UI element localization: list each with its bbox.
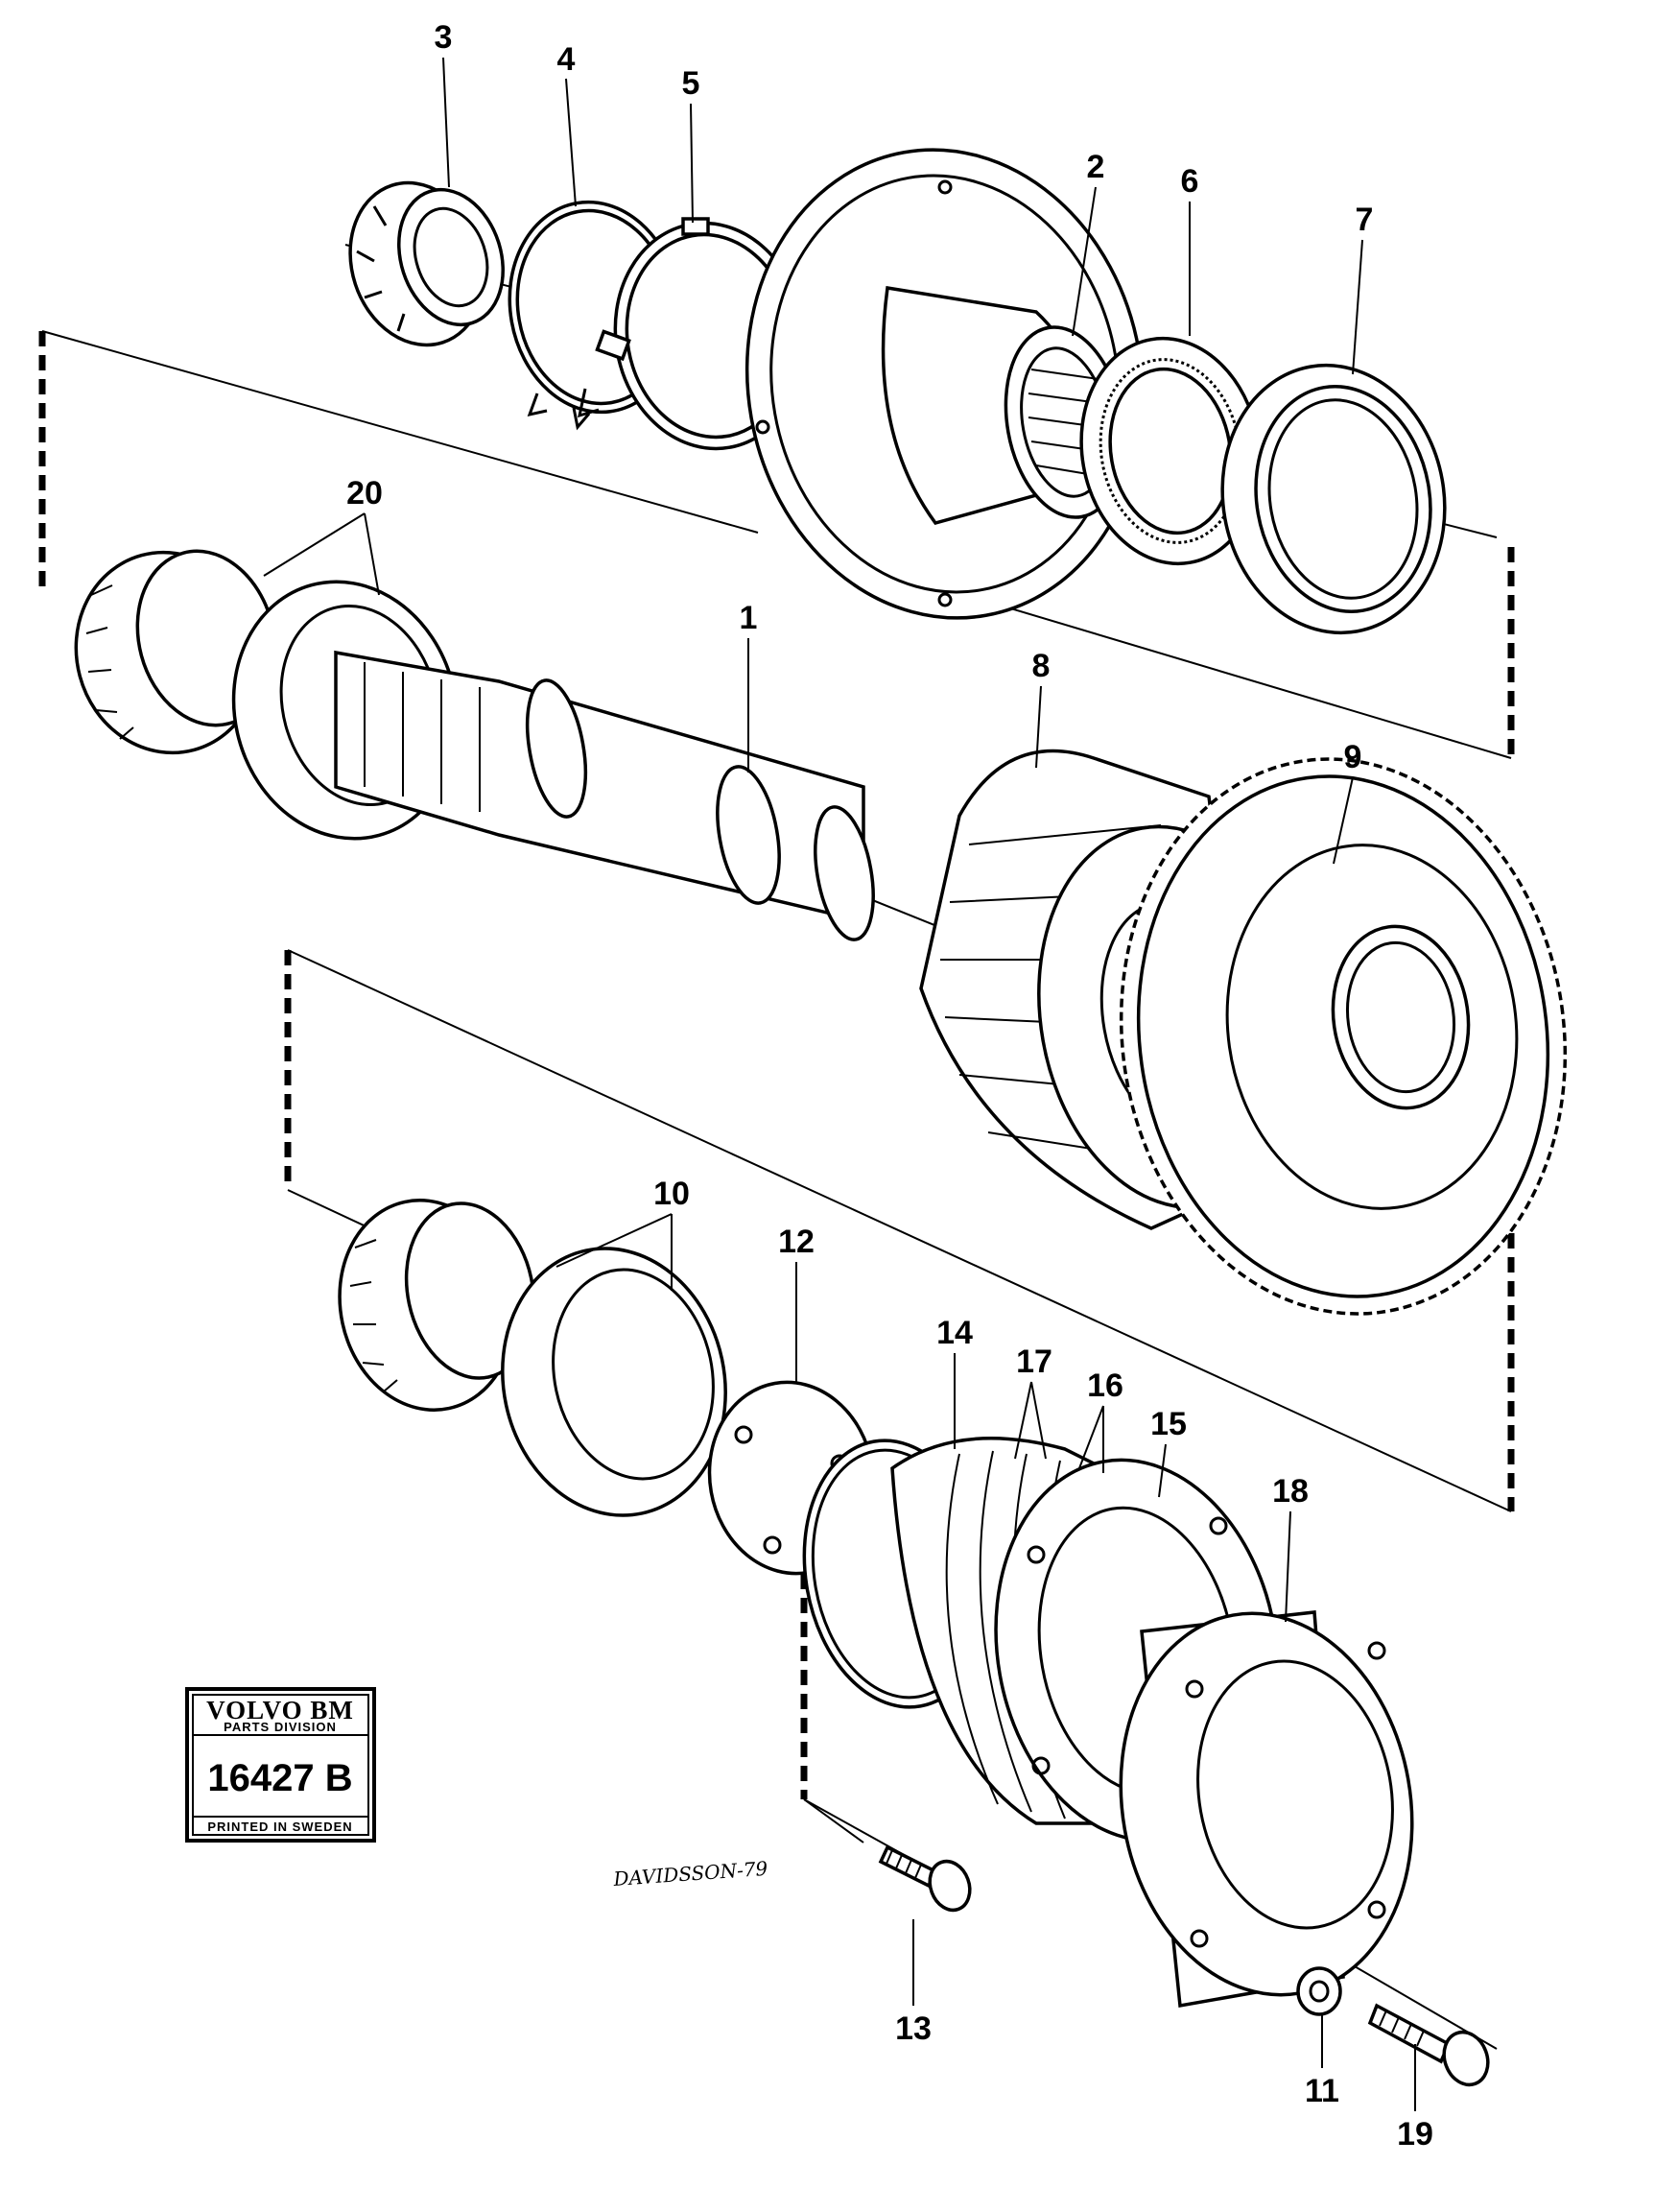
callout-13: 13 [895, 2010, 932, 2047]
callout-19: 19 [1397, 2116, 1433, 2153]
callout-16: 16 [1087, 1368, 1123, 1404]
callout-7: 7 [1356, 202, 1374, 238]
part-18-end-cap [1119, 1610, 1414, 2009]
parts-division-stamp: VOLVO BM PARTS DIVISION 16427 B PRINTED … [185, 1687, 376, 1843]
upper-bracket-line-b [997, 604, 1512, 759]
part-10-tapered-bearing [338, 1199, 727, 1517]
callout-8: 8 [1032, 648, 1051, 684]
part-2-flange-housing [744, 148, 1146, 620]
lower-bracket-line-c [803, 1798, 864, 1843]
stamp-brand: VOLVO BM [206, 1696, 354, 1724]
callout-6: 6 [1181, 163, 1199, 200]
stamp-printed: PRINTED IN SWEDEN [207, 1820, 352, 1834]
part-19-bolt [1367, 2003, 1490, 2087]
callout-4: 4 [557, 41, 576, 78]
lower-bracket-line-a [287, 949, 1512, 1512]
stamp-number: 16427 B [207, 1757, 352, 1799]
part-1-main-shaft [334, 650, 875, 941]
callout-20: 20 [346, 475, 383, 511]
callout-5: 5 [682, 65, 700, 102]
callout-numbers: 3 4 5 2 6 7 20 1 8 9 10 12 14 17 16 15 1… [346, 19, 1433, 2153]
callout-9: 9 [1344, 739, 1362, 775]
callout-11: 11 [1305, 2073, 1339, 2109]
part-6-seal [1079, 336, 1262, 566]
callout-12: 12 [778, 1224, 815, 1260]
upper-bracket-line-a [41, 330, 759, 534]
leader-lines [263, 57, 1416, 2111]
callout-15: 15 [1150, 1406, 1187, 1442]
callout-14: 14 [936, 1315, 973, 1351]
callout-18: 18 [1272, 1473, 1309, 1510]
callout-10: 10 [653, 1176, 690, 1212]
callout-1: 1 [740, 600, 758, 636]
callout-17: 17 [1016, 1344, 1052, 1380]
part-3-slotted-nut [348, 180, 505, 347]
part-7-seal-ring [1220, 363, 1447, 635]
stamp-division: PARTS DIVISION [224, 1720, 337, 1734]
draughtsman-signature: DAVIDSSON-79 [612, 1857, 769, 1891]
upper-bracket-dashed [38, 331, 1515, 758]
part-11-washer [1296, 1966, 1342, 2016]
part-13-bolt [878, 1844, 972, 1913]
callout-3: 3 [435, 19, 453, 56]
part-9-spur-gear [1119, 757, 1568, 1316]
callout-2: 2 [1087, 149, 1105, 185]
